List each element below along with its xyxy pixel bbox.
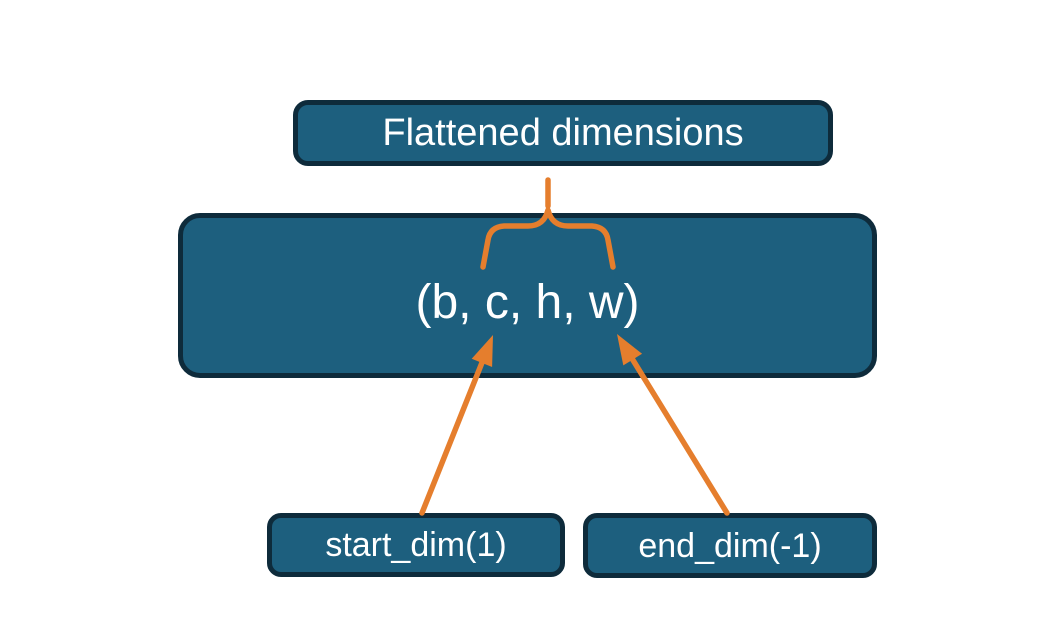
flattened-dimensions-box: Flattened dimensions bbox=[293, 100, 833, 166]
start-dim-label: start_dim(1) bbox=[325, 526, 507, 564]
flattened-dimensions-label: Flattened dimensions bbox=[382, 112, 744, 154]
tensor-shape-label: (b, c, h, w) bbox=[415, 275, 640, 329]
end-dim-label: end_dim(-1) bbox=[638, 526, 822, 565]
start-dim-box: start_dim(1) bbox=[267, 513, 565, 577]
start-dim-arrow bbox=[419, 352, 488, 516]
end-dim-box: end_dim(-1) bbox=[583, 513, 877, 578]
tensor-shape-box: (b, c, h, w) bbox=[178, 213, 877, 378]
